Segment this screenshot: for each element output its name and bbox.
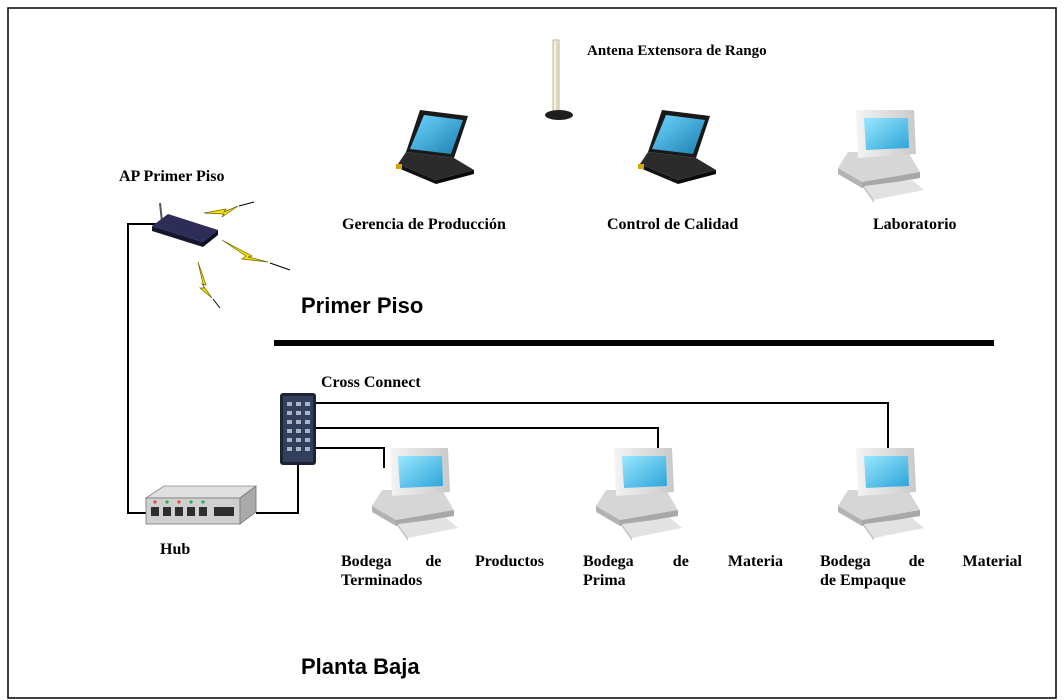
antenna-label: Antena Extensora de Rango [587,43,767,59]
bodega-productos-line-2: Terminados [341,572,423,590]
gerencia-label: Gerencia de Producción [342,216,506,233]
bodega-empaque-line-2: de Empaque [820,572,906,590]
bodega-materia-line-2: Prima [583,572,626,590]
laptop-icon [638,110,716,184]
patch-panel-icon [280,393,316,465]
diagram-border [7,7,1057,699]
desktop-computer-icon [596,448,682,541]
hub-icon [144,485,258,525]
cable-to-materia [314,427,659,451]
cable-ap-to-hub [127,223,158,514]
wireless-signal-line [269,262,291,271]
antenna-icon [545,39,573,120]
cable-to-productos [314,447,385,468]
cable-to-empaque [314,402,889,451]
lightning-bolt-icon [197,205,269,299]
primer-piso-title: Primer Piso [301,293,424,318]
wireless-signal-line [212,298,221,309]
planta-baja-title: Planta Baja [301,654,420,679]
network-cables [127,223,889,514]
bodega-empaque-line-1: Bodega de Material [820,553,1022,570]
wireless-signal-line [238,201,255,207]
laboratorio-label: Laboratorio [873,216,957,233]
bodega-productos-label: Bodega de Productos Terminados [341,552,544,590]
desktop-computer-icon [372,448,458,541]
bodega-productos-line-1: Bodega de Productos [341,553,544,570]
ap-label: AP Primer Piso [119,168,225,185]
desktop-computer-icon [838,448,924,541]
access-point-icon [152,202,218,247]
cross-connect-label: Cross Connect [321,374,421,391]
bodega-materia-line-1: Bodega de Materia [583,553,783,570]
cable-hub-to-cross-connect [256,463,299,514]
laptop-icon [396,110,474,184]
bodega-materia-label: Bodega de Materia Prima [583,552,783,590]
hub-label: Hub [160,541,191,558]
control-label: Control de Calidad [607,216,739,233]
desktop-computer-icon [838,110,924,203]
bodega-empaque-label: Bodega de Material de Empaque [820,552,1022,590]
